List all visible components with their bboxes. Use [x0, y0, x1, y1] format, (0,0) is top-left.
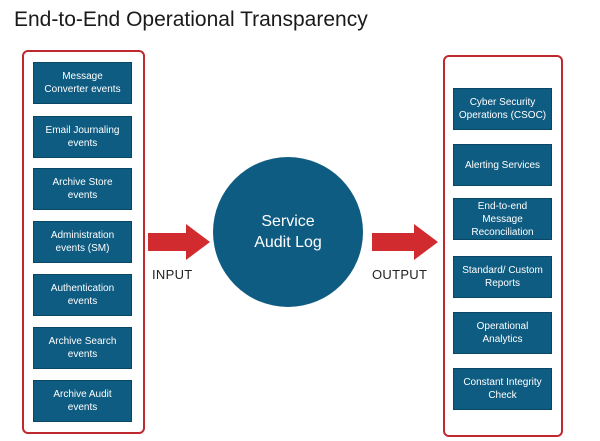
service-audit-log-circle: Service Audit Log	[213, 157, 363, 307]
input-box-archive-audit: Archive Audit events	[33, 380, 132, 422]
output-box-reports: Standard/ Custom Reports	[453, 256, 552, 298]
input-arrow-icon	[148, 224, 210, 260]
output-label: OUTPUT	[372, 267, 428, 282]
input-box-archive-search: Archive Search events	[33, 327, 132, 369]
output-box-integrity: Constant Integrity Check	[453, 368, 552, 410]
input-box-authentication: Authentication events	[33, 274, 132, 316]
output-arrow-icon	[372, 224, 438, 260]
input-box-archive-store: Archive Store events	[33, 168, 132, 210]
input-box-email-journaling: Email Journaling events	[33, 116, 132, 158]
input-box-administration: Administration events (SM)	[33, 221, 132, 263]
input-box-message-converter: Message Converter events	[33, 62, 132, 104]
input-label: INPUT	[152, 267, 193, 282]
output-box-alerting: Alerting Services	[453, 144, 552, 186]
output-box-csoc: Cyber Security Operations (CSOC)	[453, 88, 552, 130]
output-box-analytics: Operational Analytics	[453, 312, 552, 354]
output-box-reconciliation: End-to-end Message Reconciliation	[453, 198, 552, 240]
page-title: End-to-End Operational Transparency	[14, 8, 368, 31]
